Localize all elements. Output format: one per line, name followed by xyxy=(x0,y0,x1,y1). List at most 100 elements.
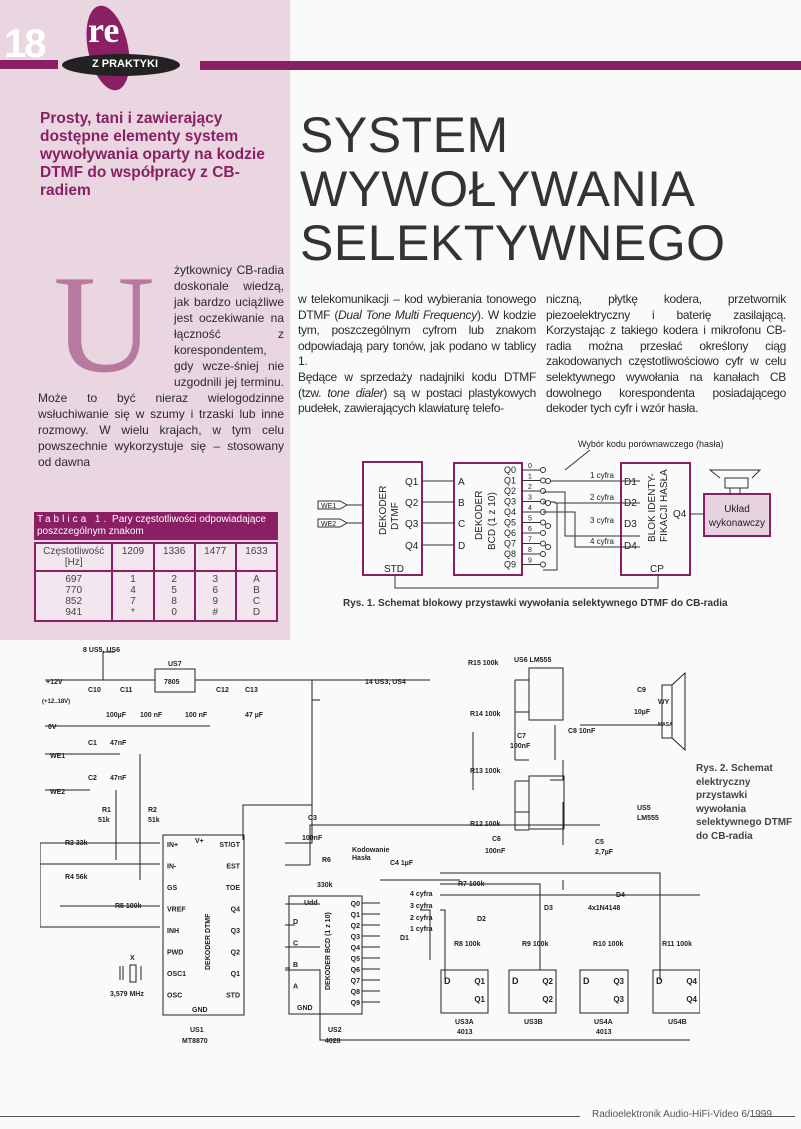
cell-value: 8 xyxy=(171,596,177,607)
speaker-icon xyxy=(708,469,762,494)
label: 4013 xyxy=(457,1029,473,1036)
table-header-row: Częstotliwość [Hz] 1209 1336 1477 1633 xyxy=(33,542,279,572)
block-label: wykonawczy xyxy=(708,518,765,529)
label: 51k xyxy=(148,817,160,824)
label: R15 100k xyxy=(468,660,498,667)
figure-caption: Rys. 2. Schemat elektryczny przystawki w… xyxy=(696,763,793,842)
footer-text: Radioelektronik Audio-HiFi-Video 6/1999 xyxy=(592,1109,772,1120)
cell-value: A xyxy=(253,574,260,585)
label: R13 100k xyxy=(470,768,500,775)
figure-caption: Rys. 1. Schemat blokowy przystawki wywoł… xyxy=(343,598,728,609)
label: 2,7µF xyxy=(595,849,614,856)
text: w telekomunikacji – kod wybierania tonow… xyxy=(298,292,536,322)
text-italic: tone dialer xyxy=(327,385,384,400)
cell-value: 7 xyxy=(130,596,136,607)
cell-value: 697 xyxy=(65,574,83,585)
table-caption: Tablica 1. Pary częstotliwości odpowiada… xyxy=(34,512,278,540)
pin-label: 0 xyxy=(528,463,532,470)
intro-paragraph: U żytkownicy CB-radia doskonale wiedzą, … xyxy=(38,255,284,470)
label: WE2 xyxy=(50,789,65,796)
pin-label: Q5 xyxy=(504,518,516,528)
wires xyxy=(40,651,700,1041)
cell-value: 0 xyxy=(171,607,177,618)
pin-label: GND xyxy=(297,1005,313,1012)
pin-label: Q7 xyxy=(351,978,360,985)
label: R11 100k xyxy=(662,941,692,948)
pin-label: Q8 xyxy=(504,549,516,559)
label: US6 LM555 xyxy=(514,657,551,664)
we1-label: WE1 xyxy=(321,503,336,510)
label: D3 xyxy=(544,905,553,912)
pin-label: INH xyxy=(167,928,179,935)
pin-label: GND xyxy=(192,1007,208,1014)
pin-label: CP xyxy=(650,564,664,575)
pin-label: D xyxy=(656,976,663,986)
page-number: 18 xyxy=(4,22,46,66)
label: 3 cyfra xyxy=(410,903,433,910)
pin-label: D xyxy=(293,919,298,926)
label: C2 xyxy=(88,775,97,782)
label: C5 xyxy=(595,839,604,846)
cell-value: # xyxy=(212,607,219,618)
label: US2 xyxy=(328,1027,342,1034)
pin-label: ST/GT xyxy=(219,842,240,849)
label: R9 100k xyxy=(522,941,549,948)
switch-contact xyxy=(540,477,546,484)
pin-label: Q3 xyxy=(351,934,360,941)
we2-label: WE2 xyxy=(321,521,336,528)
label: 2 cyfra xyxy=(410,915,433,922)
pin-label: 2 xyxy=(528,484,532,491)
pin-label: Q2 xyxy=(542,977,553,986)
block-label: Układ xyxy=(724,504,750,515)
text-italic: Dual Tone Multi Frequency xyxy=(338,307,477,322)
label: R4 56k xyxy=(65,874,88,881)
pin-label: C xyxy=(458,519,465,530)
pin-label: Q8 xyxy=(351,989,360,996)
section-badge xyxy=(62,54,180,76)
pin-label: Q1 xyxy=(405,477,419,488)
label: R2 xyxy=(148,807,157,814)
cell-value: 770 xyxy=(65,585,83,596)
switch-contact xyxy=(540,519,546,526)
label: US4B xyxy=(668,1019,687,1026)
pin-label: GS xyxy=(167,885,177,892)
ic-us1 xyxy=(162,834,245,1016)
section-label: Z PRAKTYKI xyxy=(92,58,158,70)
label: C10 xyxy=(88,687,101,694)
pin-label: OSC xyxy=(167,993,182,1000)
label: D4 xyxy=(616,892,625,899)
label: R6 xyxy=(322,857,331,864)
label: R5 100k xyxy=(115,903,142,910)
label: C8 10nF xyxy=(568,728,596,735)
label: R14 100k xyxy=(470,711,500,718)
pin-label: Q1 xyxy=(231,971,240,978)
pin-label: Q4 xyxy=(686,995,697,1004)
article-column-3: niczną, płytkę kodera, przetwornik piezo… xyxy=(546,292,786,416)
label: C13 xyxy=(245,687,258,694)
pin-label: V+ xyxy=(195,838,204,845)
block-label: FIKACJI HASŁA xyxy=(659,469,670,542)
selection-wires xyxy=(543,480,640,571)
pin-label: Q1 xyxy=(474,995,485,1004)
table: Częstotliwość [Hz] 1209 1336 1477 1633 6… xyxy=(33,542,279,622)
label: 4 cyfra xyxy=(410,891,433,898)
label: 47 µF xyxy=(245,712,264,719)
label: US3A xyxy=(455,1019,474,1026)
pin-label: D xyxy=(583,976,590,986)
label: 100nF xyxy=(510,743,531,750)
label: D2 xyxy=(477,916,486,923)
executive-block xyxy=(703,493,771,537)
text: ). W kodzie tym, poszczególnym cyfrom lu… xyxy=(298,307,536,369)
label: 0V xyxy=(48,724,57,731)
label: 14 US3, US4 xyxy=(365,679,406,686)
ff-us4b xyxy=(652,969,700,1014)
block-label: BLOK IDENTY- xyxy=(647,473,658,542)
pin-label: Q6 xyxy=(504,528,516,538)
label: R1 xyxy=(102,807,111,814)
label: 8 US5, US6 xyxy=(83,647,120,654)
pin-label: D xyxy=(444,976,451,986)
label: 47nF xyxy=(110,740,127,747)
pin-label: Q9 xyxy=(504,560,516,570)
label: +12V xyxy=(46,679,63,686)
